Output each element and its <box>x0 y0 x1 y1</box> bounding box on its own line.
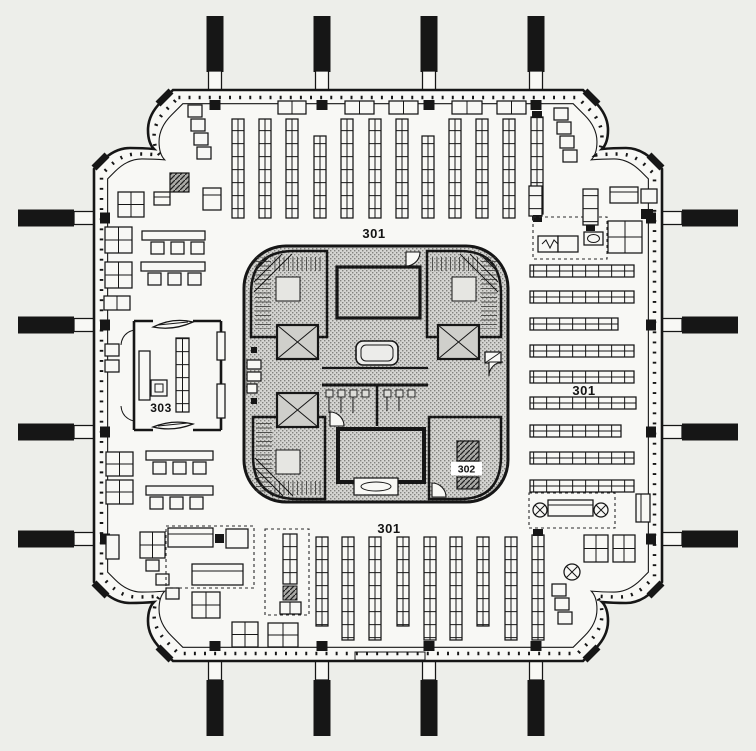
west-wall-seats <box>104 343 120 560</box>
core-door-swings <box>329 251 504 498</box>
label-hall-north: 301 <box>362 226 385 241</box>
study-table-rows <box>140 230 214 510</box>
perimeter-piers <box>18 16 738 736</box>
north-wall-carrels <box>277 100 527 115</box>
book-stacks-north <box>231 111 544 222</box>
copy-zone-ne <box>532 188 608 260</box>
central-core <box>242 244 510 504</box>
label-hall-east: 301 <box>572 383 595 398</box>
elevator-shafts <box>275 323 481 429</box>
room-labels: 301 301 301 302 303 <box>150 226 595 536</box>
book-stacks-east <box>529 264 637 493</box>
building-shell <box>91 88 665 663</box>
lobby-table <box>355 340 399 366</box>
display-zone-south <box>264 528 310 616</box>
security-desk <box>353 477 399 496</box>
corner-chairs-nw <box>187 104 222 211</box>
square-tables <box>103 191 299 648</box>
south-entrance-recess <box>354 651 426 661</box>
core-room-north <box>335 265 422 320</box>
stair-tower-ne <box>425 249 503 339</box>
west-reading-room <box>120 319 226 432</box>
stair-tower-se-room <box>427 415 503 501</box>
lounge-zone-se <box>528 492 651 625</box>
corner-wall-masses <box>91 88 665 663</box>
corner-chairs-sw <box>145 559 180 600</box>
label-west-room: 303 <box>150 401 172 415</box>
book-stacks-south <box>315 529 545 641</box>
label-hall-south: 301 <box>377 521 400 536</box>
core-room-south <box>336 427 426 484</box>
lounge-zone-sw <box>165 525 255 589</box>
stair-tower-sw <box>251 415 327 501</box>
restrooms <box>322 366 428 426</box>
label-core-room: 302 <box>458 464 476 476</box>
stair-tower-nw <box>249 249 329 339</box>
lounge-zone-ne <box>553 107 658 254</box>
west-furniture <box>103 104 299 648</box>
